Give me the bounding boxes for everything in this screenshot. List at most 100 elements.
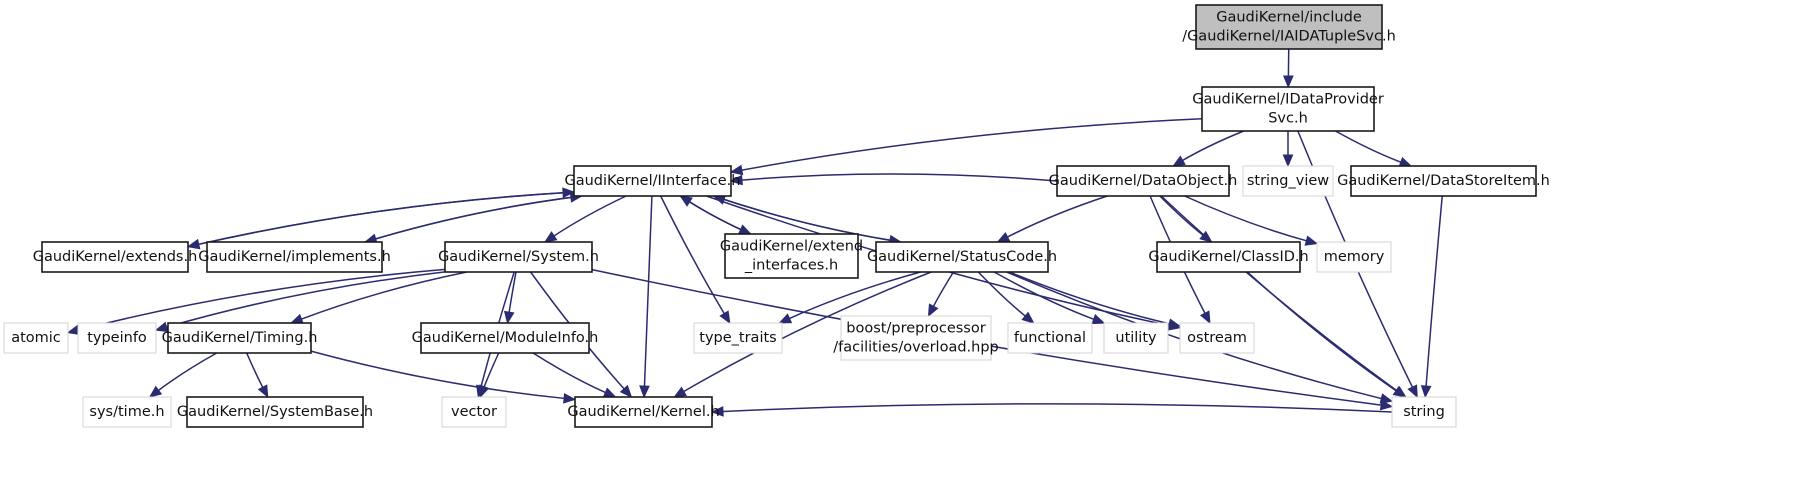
node-box-implements[interactable] [206,241,383,273]
node-box-string[interactable] [1391,396,1457,428]
node-datastoreitem[interactable]: GaudiKernel/DataStoreItem.h [1337,165,1550,197]
node-box-vector[interactable] [441,396,507,428]
dependency-edge [76,268,446,332]
node-utility[interactable]: utility [1103,322,1169,354]
dependency-edge [364,196,574,243]
node-box-string_view[interactable] [1242,165,1334,197]
dependency-edge [164,271,446,329]
node-label-boost_pp: /facilities/overload.hpp [833,340,999,356]
node-extend_if[interactable]: GaudiKernel/extend_interfaces.h [720,233,863,279]
edge-arrowhead [602,387,617,398]
dependency-edge [721,198,902,243]
node-box-typeinfo[interactable] [77,322,157,354]
dependency-edge [1160,195,1399,393]
edge-arrowhead [679,195,693,207]
node-label-timing: GaudiKernel/Timing.h [162,330,318,346]
dependency-edge [720,403,1393,413]
node-atomic[interactable]: atomic [3,322,69,354]
node-layer: GaudiKernel/include/GaudiKernel/IAIDATup… [3,4,1550,428]
node-box-timing[interactable] [167,322,312,354]
node-box-systime[interactable] [82,396,172,428]
node-system[interactable]: GaudiKernel/System.h [438,241,599,273]
edge-arrowhead [719,310,731,325]
node-ostream[interactable]: ostream [1179,322,1255,354]
node-label-string: string [1403,404,1445,420]
node-box-atomic[interactable] [3,322,69,354]
edge-arrowhead [778,313,793,324]
node-box-classid[interactable] [1156,241,1301,273]
node-box-type_traits[interactable] [693,322,783,354]
node-dataobject[interactable]: GaudiKernel/DataObject.h [1049,165,1238,197]
node-functional[interactable]: functional [1007,322,1093,354]
edge-arrowhead [1091,314,1106,325]
edge-arrowhead [479,384,490,399]
dependency-edge [1008,271,1172,325]
edge-arrowhead [1167,318,1182,329]
dependency-edge [977,271,1028,318]
dependency-edge [1335,130,1403,164]
node-box-utility[interactable] [1103,322,1169,354]
node-typeinfo[interactable]: typeinfo [77,322,157,354]
node-string[interactable]: string [1391,396,1457,428]
node-box-ostream[interactable] [1179,322,1255,354]
node-box-system[interactable] [444,241,593,273]
dependency-edge [993,271,1096,321]
node-label-kernel: GaudiKernel/Kernel.h [567,404,719,420]
node-box-idataprovider[interactable] [1201,86,1375,132]
node-systime[interactable]: sys/time.h [82,396,172,428]
dependency-edge [310,350,567,400]
node-label-classid: GaudiKernel/ClassID.h [1148,249,1308,265]
node-memory[interactable]: memory [1316,241,1392,273]
node-statuscode[interactable]: GaudiKernel/StatusCode.h [867,241,1057,273]
dependency-edge [643,195,653,389]
node-timing[interactable]: GaudiKernel/Timing.h [162,322,318,354]
node-label-statuscode: GaudiKernel/StatusCode.h [867,249,1057,265]
node-box-functional[interactable] [1007,322,1093,354]
node-string_view[interactable]: string_view [1242,165,1334,197]
dependency-edge [1246,271,1399,393]
node-root[interactable]: GaudiKernel/include/GaudiKernel/IAIDATup… [1182,4,1396,50]
node-box-dataobject[interactable] [1056,165,1230,197]
node-box-kernel[interactable] [574,396,713,428]
node-label-type_traits: type_traits [699,330,776,346]
node-box-systembase[interactable] [186,396,364,428]
node-kernel[interactable]: GaudiKernel/Kernel.h [567,396,720,428]
edge-arrowhead [619,384,633,398]
dependency-edge [299,271,467,321]
dependency-edge [156,352,218,393]
node-extends[interactable]: GaudiKernel/extends.h [33,241,198,273]
edge-arrowhead [729,174,743,186]
node-type_traits[interactable]: type_traits [693,322,783,354]
node-classid[interactable]: GaudiKernel/ClassID.h [1148,241,1309,273]
node-boost_pp[interactable]: boost/preprocessor/facilities/overload.h… [833,315,999,361]
node-implements[interactable]: GaudiKernel/implements.h [198,241,391,273]
node-vector[interactable]: vector [441,396,507,428]
node-box-datastoreitem[interactable] [1350,165,1537,197]
node-label-extends: GaudiKernel/extends.h [33,249,198,265]
edge-arrowhead [562,187,576,199]
node-systembase[interactable]: GaudiKernel/SystemBase.h [177,396,373,428]
node-box-moduleinfo[interactable] [420,322,590,354]
node-box-memory[interactable] [1316,241,1392,273]
node-box-boost_pp[interactable] [840,315,992,361]
node-box-statuscode[interactable] [875,241,1049,273]
node-moduleinfo[interactable]: GaudiKernel/ModuleInfo.h [412,322,599,354]
dependency-edge [787,271,921,320]
node-box-iinterface[interactable] [573,165,732,197]
node-label-root: /GaudiKernel/IAIDATupleSvc.h [1182,29,1396,45]
node-label-functional: functional [1014,330,1086,346]
node-label-memory: memory [1324,249,1385,265]
edge-arrowhead [1420,385,1432,399]
dependency-edge [739,173,1058,182]
node-box-extends[interactable] [41,241,189,273]
edge-arrowhead [1021,311,1035,324]
dependency-edge [1180,130,1244,163]
node-iinterface[interactable]: GaudiKernel/IInterface.h [565,165,741,197]
node-box-root[interactable] [1195,4,1383,50]
dependency-edge [532,352,608,395]
edge-arrowhead [1199,310,1211,325]
node-box-extend_if[interactable] [724,233,859,279]
dependency-edge [482,352,500,389]
edge-arrowhead [148,385,163,398]
